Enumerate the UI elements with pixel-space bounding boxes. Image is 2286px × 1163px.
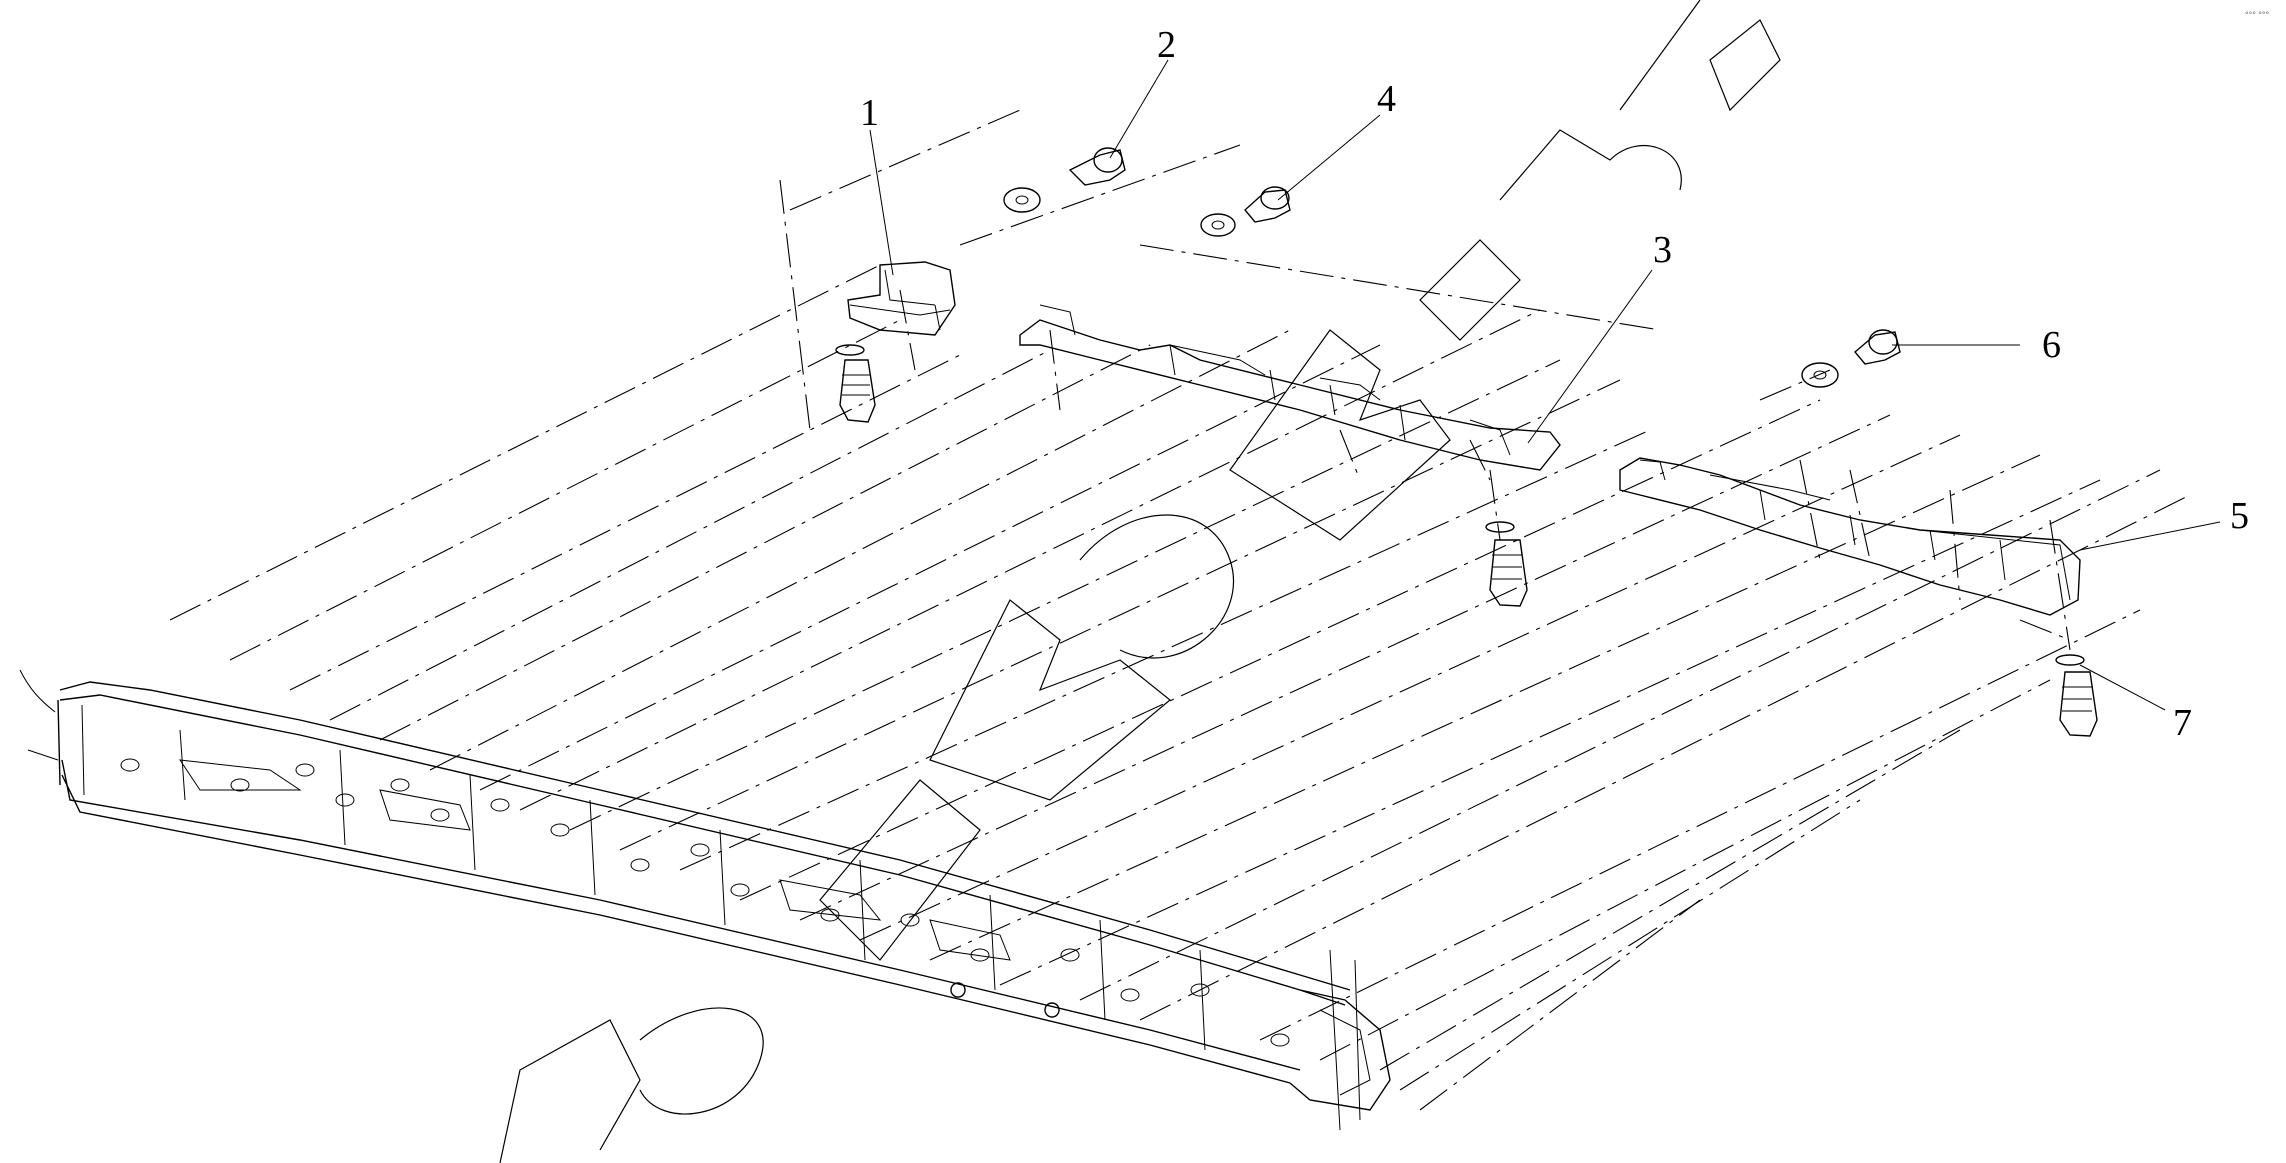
- callout-1: 1: [860, 92, 879, 134]
- callout-5: 5: [2230, 495, 2249, 537]
- part-2-bolt: [1003, 147, 1126, 213]
- part-3-bracket-rail: [1019, 304, 1561, 607]
- part-5-bracket-rail: [1619, 457, 2098, 737]
- watermark-outline: [499, 0, 1781, 1163]
- part-6-bolt: [1801, 329, 1901, 388]
- bumper-panel: [19, 669, 1391, 1131]
- callout-2: 2: [1157, 24, 1176, 66]
- callout-6: 6: [2042, 324, 2061, 366]
- assembly-guide-lines: [169, 109, 2191, 1111]
- callout-7: 7: [2173, 702, 2192, 744]
- callout-3: 3: [1653, 229, 1672, 271]
- callout-leaders: [869, 59, 2221, 711]
- part-1-corner-bracket: [835, 261, 956, 423]
- callout-labels: 1 2 3 4 5 6 7: [860, 24, 2249, 744]
- corner-mark: °°° °°°: [2245, 10, 2269, 20]
- callout-4: 4: [1377, 78, 1396, 120]
- part-4-bolt: [1200, 186, 1291, 237]
